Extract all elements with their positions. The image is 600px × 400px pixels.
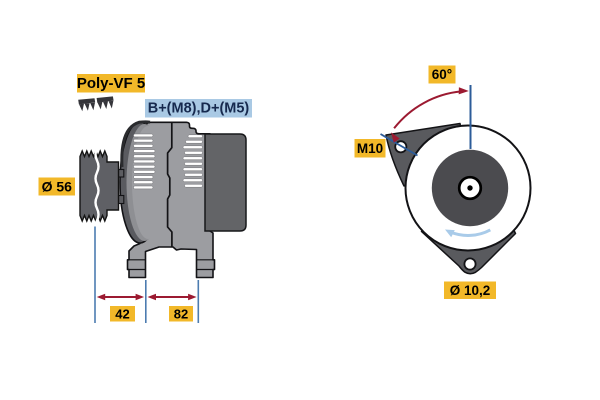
svg-text:Ø 10,2: Ø 10,2 <box>450 283 491 298</box>
svg-text:82: 82 <box>174 306 188 321</box>
svg-text:42: 42 <box>115 306 129 321</box>
svg-text:Ø 56: Ø 56 <box>42 179 73 195</box>
svg-text:Poly-VF 5: Poly-VF 5 <box>77 75 145 92</box>
svg-text:60°: 60° <box>432 67 452 82</box>
svg-text:M10: M10 <box>357 141 383 156</box>
svg-text:B+(M8),D+(M5): B+(M8),D+(M5) <box>148 101 250 117</box>
